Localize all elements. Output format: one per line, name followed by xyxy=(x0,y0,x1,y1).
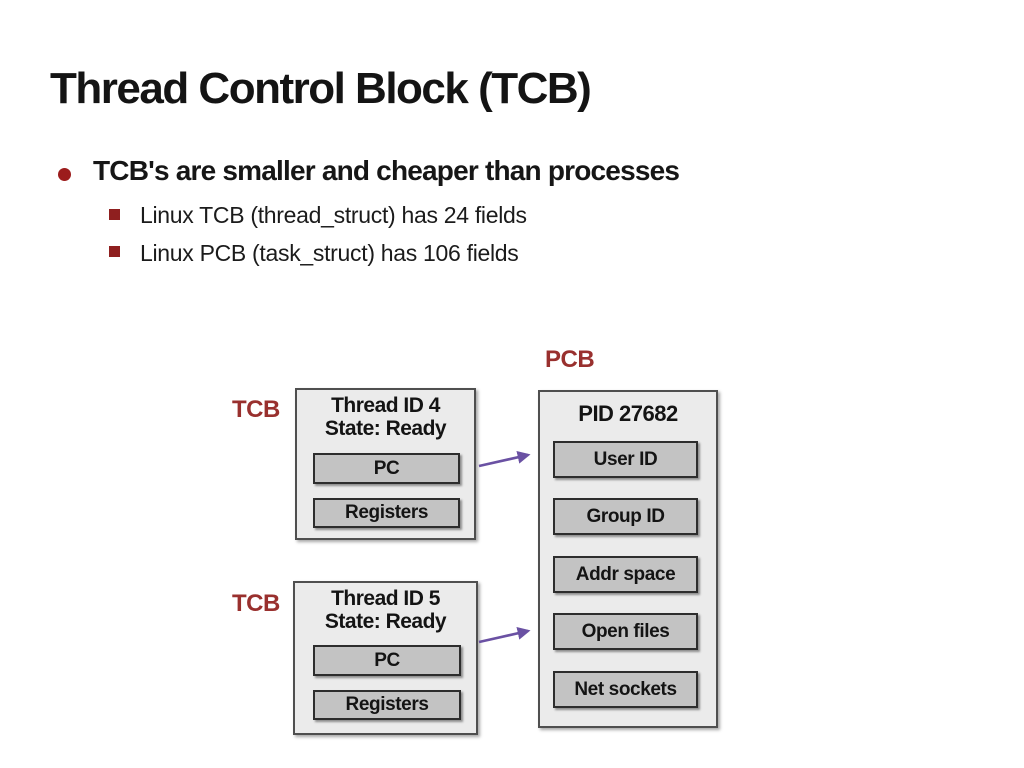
bullet-square-icon xyxy=(109,246,120,257)
pcb-box: PID 27682 User ID Group ID Addr space Op… xyxy=(538,390,718,728)
tcb1-box: Thread ID 4 State: Ready PC Registers xyxy=(295,388,476,540)
tcb2-to-pcb-arrow xyxy=(478,626,531,644)
tcb1-field-pc: PC xyxy=(313,453,460,484)
tcb2-label: TCB xyxy=(232,590,280,617)
tcb2-header: Thread ID 5 State: Ready xyxy=(295,587,476,633)
tcb1-header: Thread ID 4 State: Ready xyxy=(297,394,474,440)
pcb-field-net-sockets: Net sockets xyxy=(553,671,698,708)
bullet-square-icon xyxy=(109,209,120,220)
pcb-field-addr-space: Addr space xyxy=(553,556,698,593)
tcb2-thread-id: Thread ID 5 xyxy=(331,587,440,610)
tcb2-box: Thread ID 5 State: Ready PC Registers xyxy=(293,581,478,735)
pcb-field-group-id: Group ID xyxy=(553,498,698,535)
tcb2-field-registers: Registers xyxy=(313,690,461,720)
pcb-field-user-id: User ID xyxy=(553,441,698,478)
bullet-dot-icon xyxy=(58,168,71,181)
tcb1-to-pcb-arrow xyxy=(478,450,531,468)
page-title: Thread Control Block (TCB) xyxy=(50,64,592,113)
tcb2-field-pc: PC xyxy=(313,645,461,676)
bullet-sub-text: Linux TCB (thread_struct) has 24 fields xyxy=(140,202,527,228)
bullet-sub-text: Linux PCB (task_struct) has 106 fields xyxy=(140,240,519,266)
pcb-field-open-files: Open files xyxy=(553,613,698,650)
bullet-main-text: TCB's are smaller and cheaper than proce… xyxy=(93,155,680,186)
tcb2-state: State: Ready xyxy=(324,610,447,633)
pcb-label: PCB xyxy=(545,346,595,373)
tcb1-state: State: Ready xyxy=(324,417,447,440)
pcb-pid-title: PID 27682 xyxy=(578,401,678,426)
tcb1-field-registers: Registers xyxy=(313,498,460,528)
tcb1-label: TCB xyxy=(232,396,280,423)
tcb1-thread-id: Thread ID 4 xyxy=(331,394,440,417)
